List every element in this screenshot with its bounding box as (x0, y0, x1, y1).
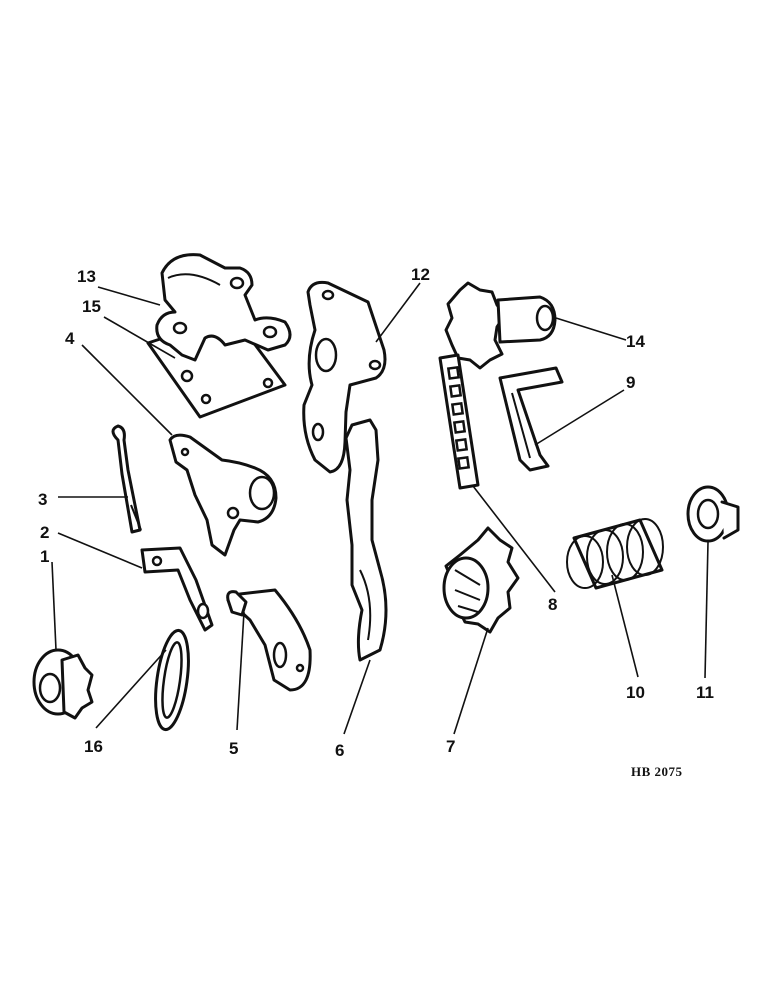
callout-3: 3 (38, 490, 47, 509)
part-5-cam (226, 588, 312, 692)
part-12-bracket (302, 280, 387, 474)
part-6-lever (344, 418, 388, 662)
callout-4: 4 (65, 329, 75, 348)
part-9-angle-bracket (498, 366, 564, 472)
part-2-bracket (140, 546, 214, 632)
callout-15: 15 (82, 297, 101, 316)
callout-16: 16 (84, 737, 103, 756)
leader-lines (51, 282, 709, 735)
part-7-gear (442, 526, 520, 634)
callout-10: 10 (626, 683, 645, 702)
callout-5: 5 (229, 739, 238, 758)
part-11-bushing (686, 485, 740, 543)
part-13-housing (155, 253, 292, 362)
part-14-gear-hub (444, 281, 557, 370)
callout-13: 13 (77, 267, 96, 286)
reference-code: HB 2075 (631, 764, 683, 779)
part-10-spring (566, 518, 664, 590)
part-3-rod (111, 424, 142, 534)
callout-6: 6 (335, 741, 344, 760)
part-1-pulley (32, 648, 94, 720)
callout-1: 1 (40, 547, 49, 566)
callout-7: 7 (446, 737, 455, 756)
callout-11: 11 (696, 683, 714, 702)
part-4-lever-hub (168, 433, 278, 557)
part-8-chain (438, 353, 480, 490)
callout-12: 12 (411, 265, 430, 284)
part-16-washer (154, 628, 190, 732)
callout-2: 2 (40, 523, 49, 542)
callout-14: 14 (626, 332, 645, 351)
callout-8: 8 (548, 595, 557, 614)
callout-9: 9 (626, 373, 635, 392)
